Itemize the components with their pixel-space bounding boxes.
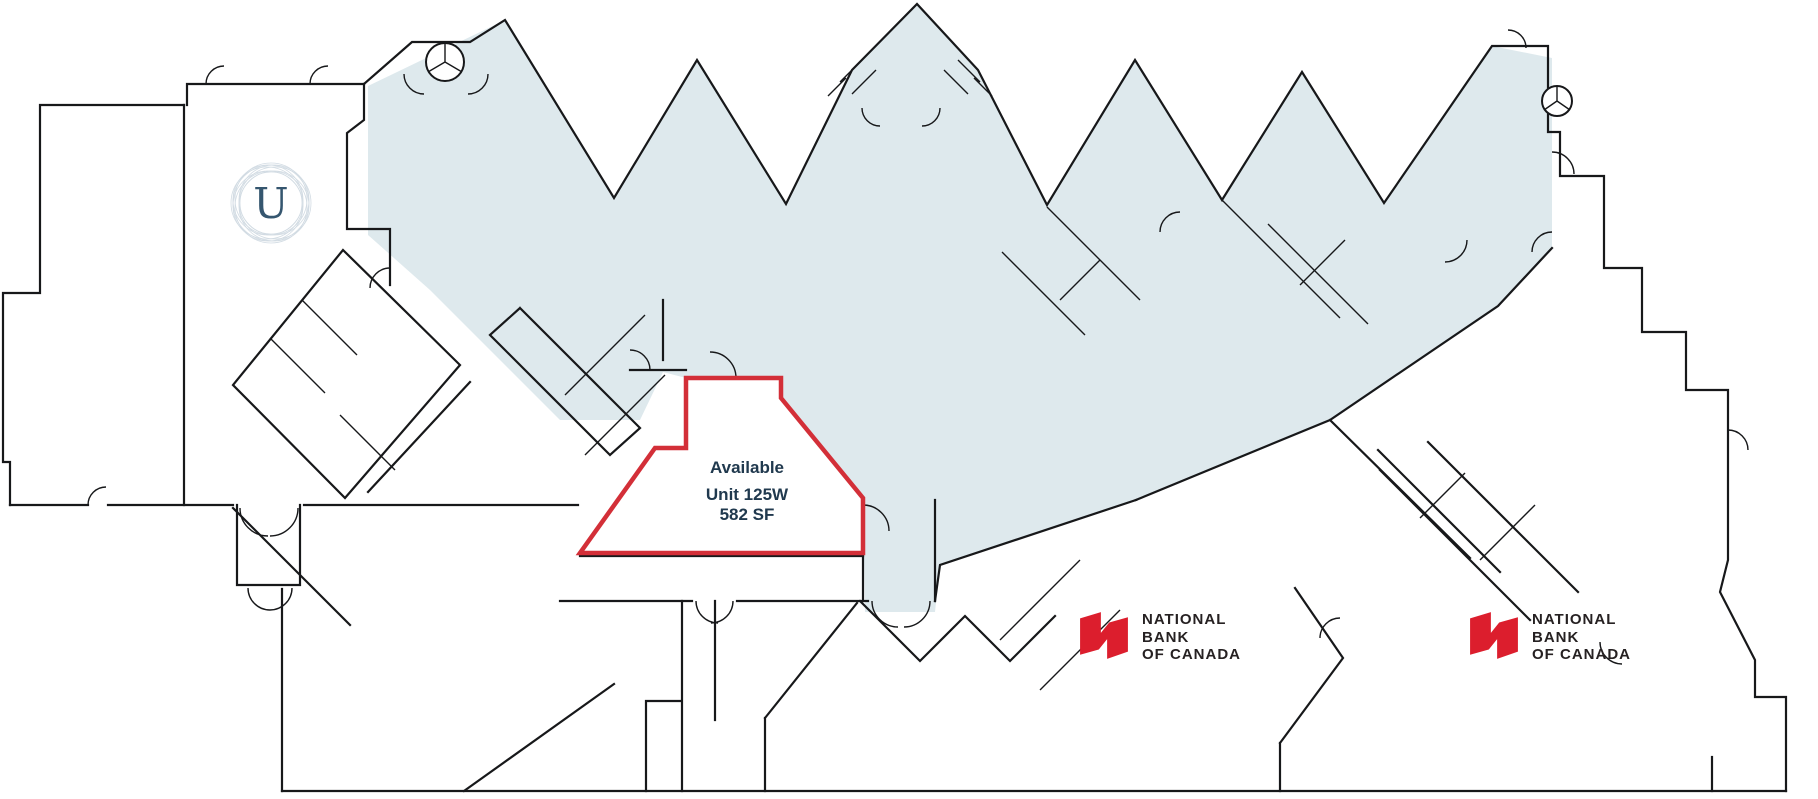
walls-layer [1,2,1788,793]
unit-number-text: Unit 125W [705,485,789,504]
unit-area-text: 582 SF [719,505,775,524]
guilloche-pattern-icon [230,162,312,244]
door-arcs-layer [87,29,1749,665]
tenant-name-line: NATIONAL [1142,611,1227,628]
common-area-region [368,4,1552,612]
tenant-name-line: NATIONAL [1532,611,1617,628]
available-unit-outline[interactable] [575,375,866,556]
national-bank-flag-icon [1470,612,1518,659]
unit-status-text: Available [709,458,785,477]
tenant-name: NATIONAL BANK OF CANADA [1142,610,1241,664]
landlord-logo-letter: U [253,178,289,228]
tenant-name-line: OF CANADA [1532,646,1631,663]
column-glyph [425,42,465,82]
national-bank-flag-icon [1080,612,1128,659]
tenant-logo-national-bank-2: NATIONAL BANK OF CANADA [1468,610,1631,664]
tenant-name-line: BANK [1532,628,1580,646]
landlord-logo: U [222,156,320,254]
available-unit-label: Available Unit 125W 582 SF [660,458,834,525]
column-glyph [1541,85,1573,117]
tenant-name-line: OF CANADA [1142,646,1241,663]
tenant-name: NATIONAL BANK OF CANADA [1532,610,1631,664]
label-spacer [660,478,834,485]
tenant-name-line: BANK [1142,628,1190,646]
tenant-logo-national-bank-1: NATIONAL BANK OF CANADA [1078,610,1241,664]
